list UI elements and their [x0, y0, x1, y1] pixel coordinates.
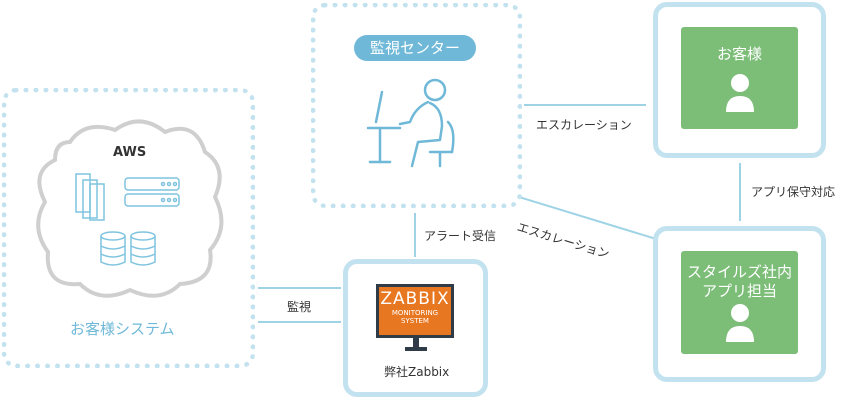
aws-title: AWS — [113, 145, 147, 160]
monitor-label: 監視 — [287, 300, 312, 314]
styles-app-title-line1: スタイルズ社内 — [686, 263, 792, 281]
zabbix-screen-title: ZABBIX — [380, 289, 450, 309]
zabbix-screen-sub2: SYSTEM — [401, 317, 429, 325]
connector-alert — [414, 213, 416, 257]
operator-at-desk-icon — [366, 78, 455, 168]
monitoring-center-title: 監視センター — [354, 35, 476, 61]
styles-app-card: スタイルズ社内 アプリ担当 — [681, 251, 798, 354]
app-maintenance-label: アプリ保守対応 — [751, 185, 836, 199]
aws-cloud — [36, 119, 224, 298]
monitoring-center-box — [311, 3, 522, 208]
customer-system-label: お客様システム — [70, 320, 175, 338]
person-icon — [726, 74, 754, 112]
styles-app-title-line2: アプリ担当 — [701, 282, 777, 300]
connector-monitor-bottom — [258, 321, 341, 323]
connector-app-maintenance — [739, 163, 741, 221]
alert-receive-label: アラート受信 — [424, 229, 497, 243]
customer-title: お客様 — [716, 45, 762, 63]
escalation-diag-label: エスカレーション — [515, 219, 611, 262]
zabbix-screen-sub1: MONITORING — [391, 309, 439, 317]
zabbix-caption: 弊社Zabbix — [384, 365, 450, 379]
person-icon — [726, 304, 754, 342]
monitor-stand-icon — [405, 337, 427, 351]
server-icon — [75, 173, 180, 266]
connector-escalation-top — [524, 104, 646, 106]
customer-system-box — [2, 88, 255, 368]
connector-monitor-top — [258, 287, 341, 289]
escalation-top-label: エスカレーション — [536, 118, 632, 132]
zabbix-monitor-screen: ZABBIX MONITORING SYSTEM — [376, 284, 454, 338]
